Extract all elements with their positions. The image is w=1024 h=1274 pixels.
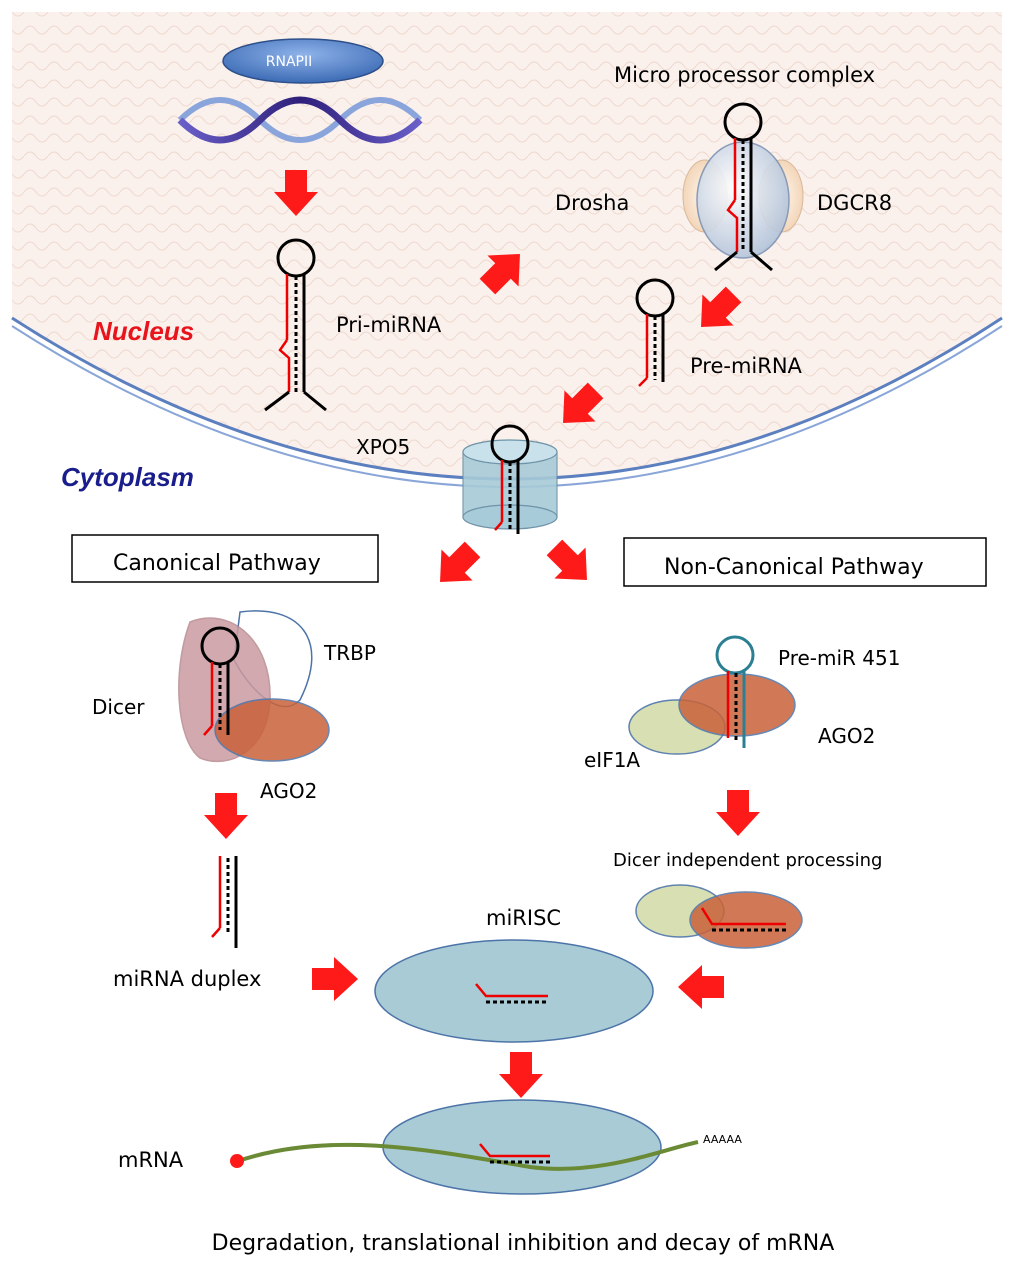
- nucleus-region: [12, 12, 1002, 479]
- microprocessor-label: Micro processor complex: [614, 63, 875, 87]
- drosha-label: Drosha: [555, 191, 629, 215]
- outcome-caption: Degradation, translational inhibition an…: [212, 1231, 835, 1256]
- ago2-left-label: AGO2: [260, 779, 317, 803]
- pri-mirna-label: Pri-miRNA: [336, 313, 442, 337]
- arrow-independent-to-mirisc: [678, 965, 724, 1009]
- arrow-to-non-canonical: [538, 531, 603, 596]
- pre-mirna-hairpin-icon: [635, 278, 675, 387]
- non-canonical-pathway-box: [623, 537, 987, 587]
- arrow-non-canonical-down: [716, 790, 760, 836]
- dicer-independent-label: Dicer independent processing: [613, 850, 882, 871]
- arrow-to-canonical: [424, 533, 489, 598]
- mrna-strand-icon: [237, 1140, 699, 1171]
- canonical-pathway-box: [71, 534, 379, 583]
- nucleus-label: Nucleus: [93, 316, 194, 346]
- polya-tail-label: AAAAA: [703, 1133, 742, 1146]
- rnapii-icon: [222, 38, 384, 84]
- arrow-canonical-down: [204, 793, 248, 839]
- mirna-duplex-label: miRNA duplex: [113, 967, 261, 991]
- canonical-pathway-label: Canonical Pathway: [113, 551, 321, 576]
- xpo5-channel-icon: [462, 424, 558, 534]
- pre-mirna-label: Pre-miRNA: [690, 354, 803, 378]
- non-canonical-pathway-label: Non-Canonical Pathway: [664, 555, 924, 580]
- dicer-complex-icon: [178, 610, 330, 763]
- mirna-duplex-icon: [211, 856, 238, 948]
- dna-helix-icon: [177, 96, 423, 144]
- dicer-label: Dicer: [92, 695, 145, 719]
- arrow-duplex-to-mirisc: [312, 957, 358, 1001]
- mrna-label: mRNA: [118, 1148, 184, 1172]
- silencing-complex-icon: [382, 1099, 662, 1195]
- pre-mir451-label: Pre-miR 451: [778, 646, 900, 670]
- mrna-bound-mirna-icon: [479, 1143, 550, 1164]
- pre-mir451-complex-icon: [628, 635, 796, 755]
- xpo5-label: XPO5: [356, 435, 410, 459]
- trbp-label: TRBP: [323, 641, 376, 665]
- arrow-mirisc-to-mrna: [499, 1052, 543, 1098]
- cytoplasm-label: Cytoplasm: [61, 462, 194, 492]
- eif1a-label: eIF1A: [584, 748, 640, 772]
- mirisc-label: miRISC: [486, 906, 561, 930]
- mirisc-guide-strand-icon: [475, 983, 548, 1004]
- microprocessor-complex-icon: [682, 102, 804, 272]
- dgcr8-label: DGCR8: [817, 191, 892, 215]
- dicer-independent-complex-icon: [635, 884, 803, 949]
- pri-mirna-hairpin-icon: [264, 238, 327, 412]
- mrna-cap-icon: [230, 1154, 244, 1168]
- rnapii-label: RNAPII: [266, 54, 312, 70]
- mirisc-complex-icon: [374, 939, 654, 1043]
- ago2-right-label: AGO2: [818, 724, 875, 748]
